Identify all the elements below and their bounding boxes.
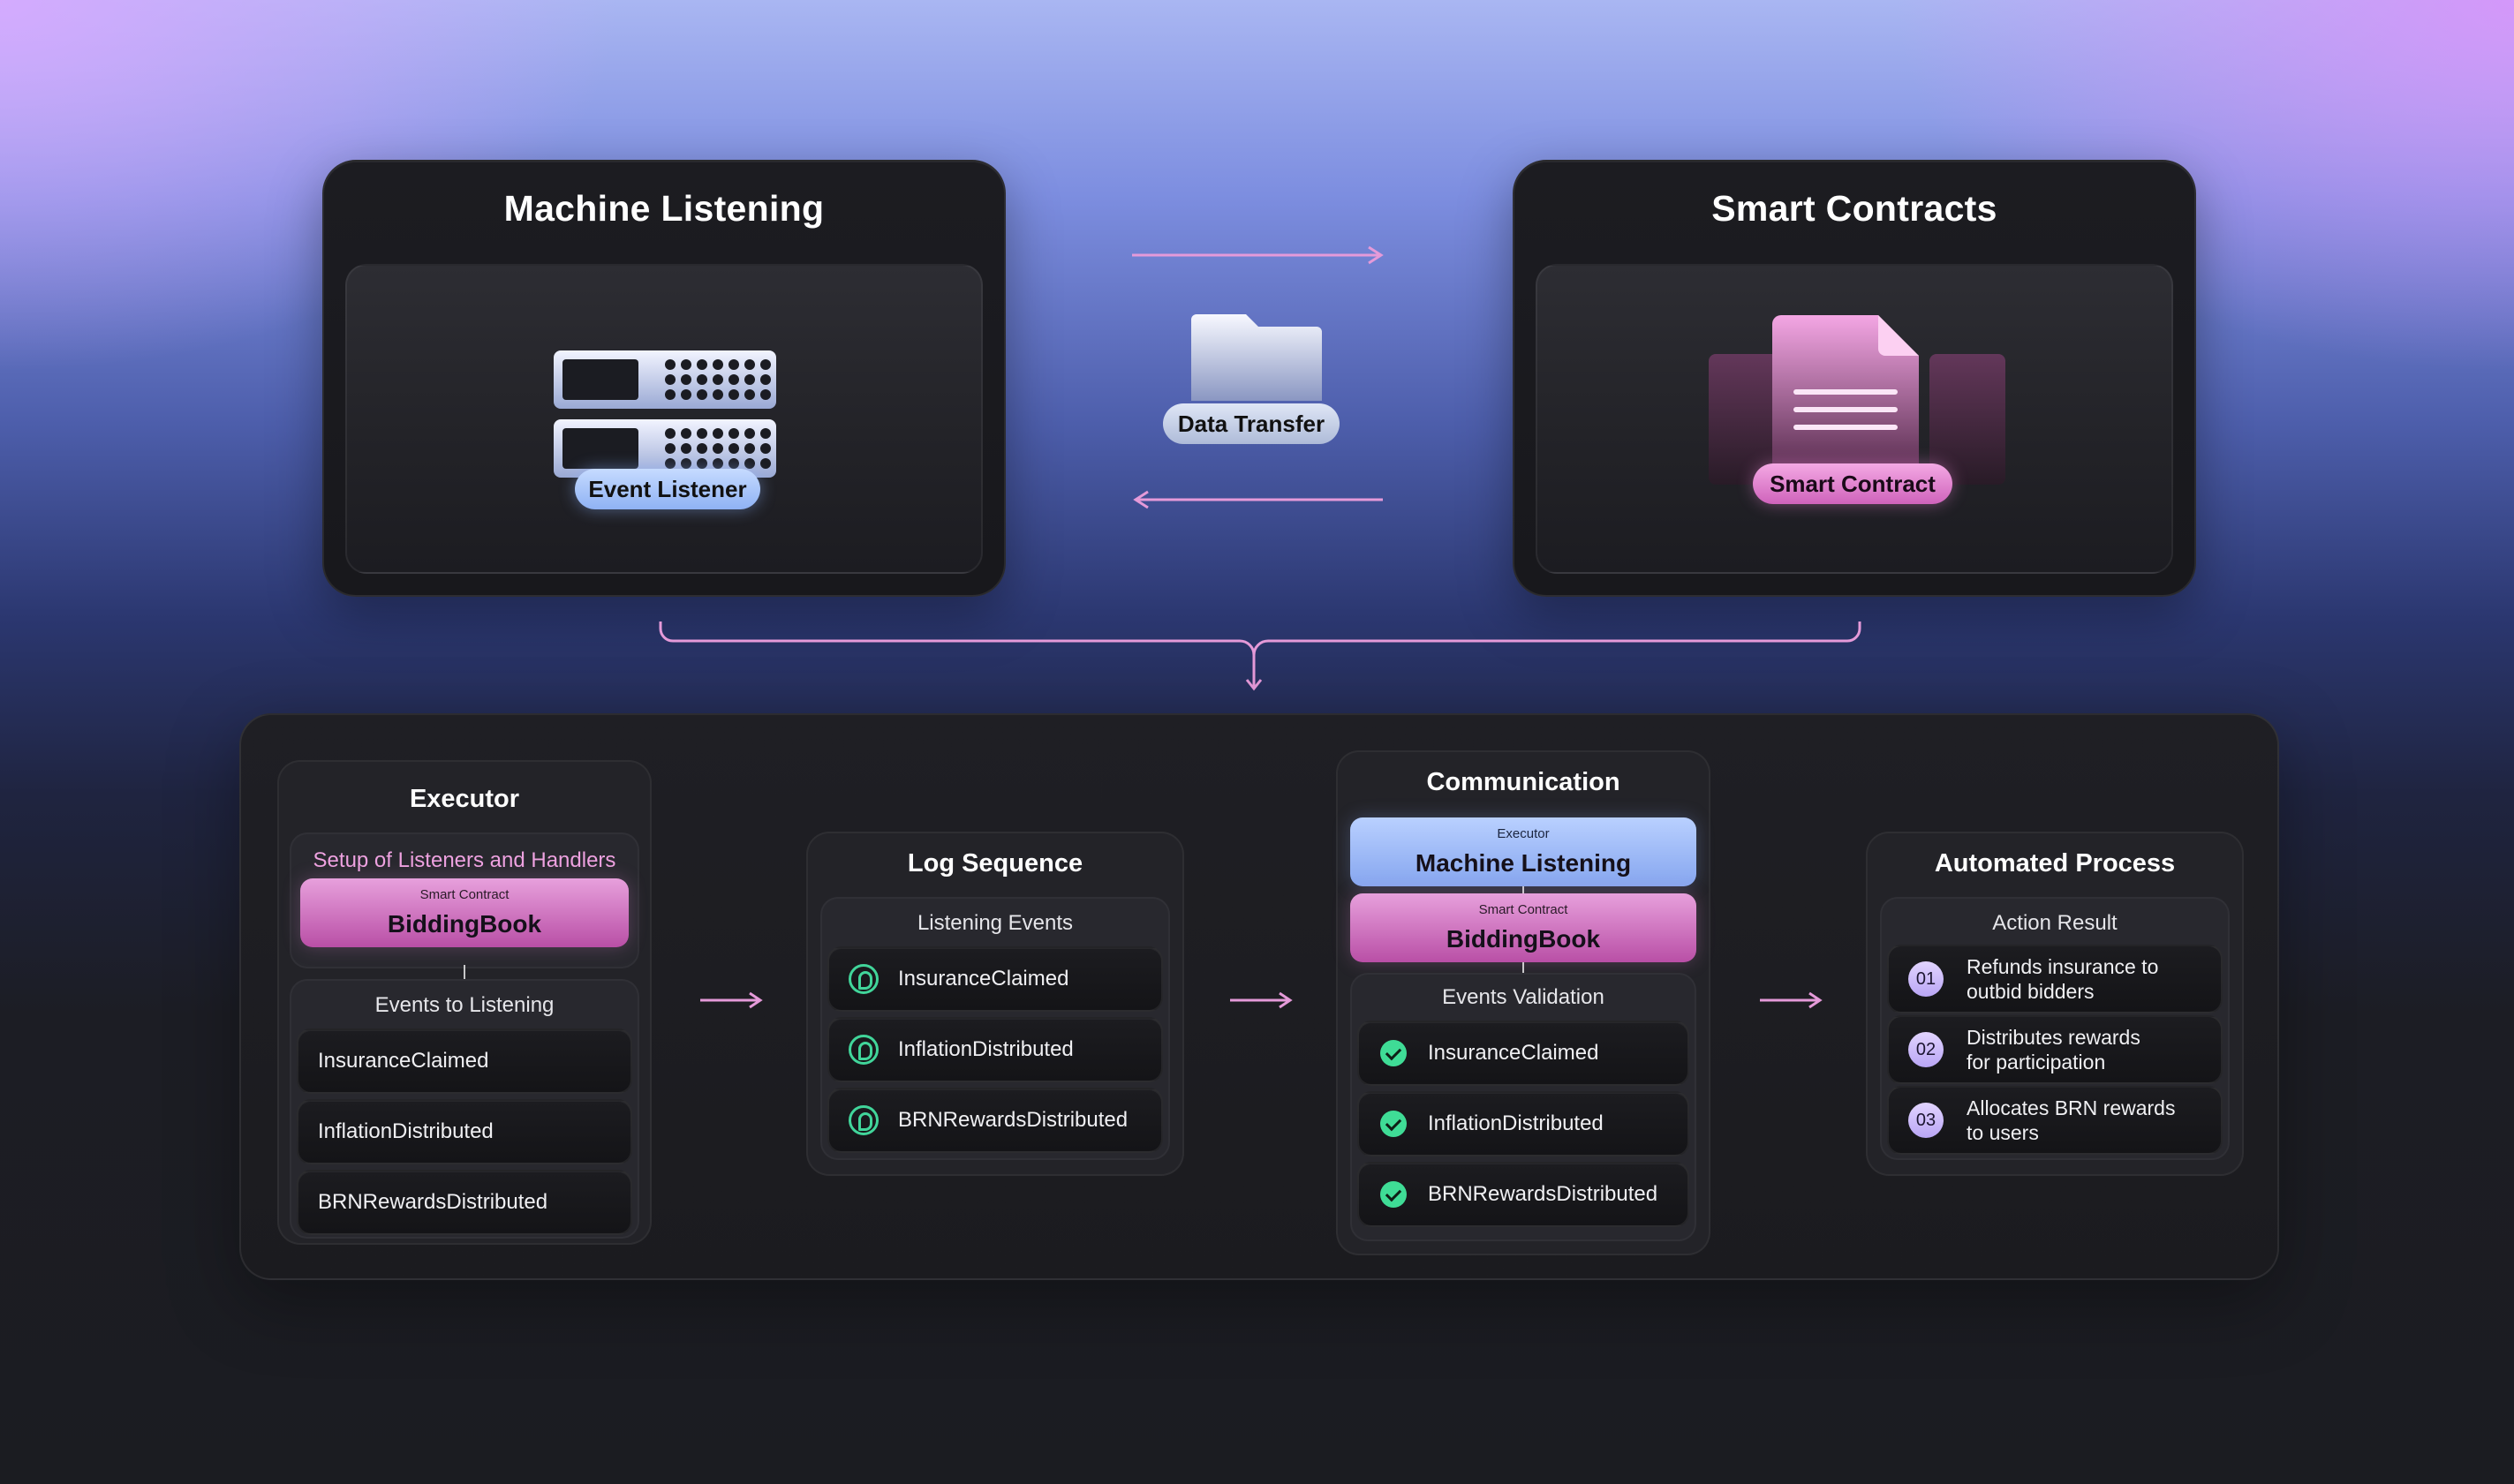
automated-process-column: Automated Process Action Result 01 Refun… bbox=[1866, 832, 2244, 1176]
smart-contracts-panel: Smart Contracts Smart Contract bbox=[1513, 160, 2196, 597]
automated-process-title: Automated Process bbox=[1934, 849, 2176, 878]
machine-listening-inner: Event Listener bbox=[345, 264, 983, 574]
result-line: Allocates BRN rewards bbox=[1967, 1096, 2176, 1119]
data-transfer-pill: Data Transfer bbox=[1163, 403, 1340, 444]
card-name: Machine Listening bbox=[1415, 849, 1632, 877]
communication-title: Communication bbox=[1426, 768, 1620, 796]
card-type-label: Executor bbox=[1497, 826, 1550, 841]
ear-icon bbox=[849, 1035, 879, 1065]
arrow-left-icon bbox=[1133, 490, 1383, 509]
result-line: to users bbox=[1967, 1121, 2039, 1144]
action-result-title: Action Result bbox=[1992, 911, 2118, 935]
event-name: BRNRewardsDistributed bbox=[318, 1190, 548, 1214]
event-row: InflationDistributed bbox=[297, 1099, 632, 1164]
listening-events-panel: Listening Events InsuranceClaimed Inflat… bbox=[820, 897, 1170, 1160]
log-event-row: InflationDistributed bbox=[827, 1017, 1163, 1082]
result-text: Distributes rewards for participation bbox=[1967, 1025, 2140, 1074]
contract-name: BiddingBook bbox=[387, 910, 542, 938]
connector-line bbox=[1522, 886, 1524, 893]
server-icon bbox=[554, 350, 776, 478]
card-type-label: Smart Contract bbox=[1478, 902, 1568, 917]
log-event-row: BRNRewardsDistributed bbox=[827, 1088, 1163, 1153]
result-row: 01 Refunds insurance to outbid bidders bbox=[1887, 945, 2223, 1013]
validated-event-row: InflationDistributed bbox=[1357, 1091, 1689, 1156]
step-number-badge: 03 bbox=[1908, 1103, 1944, 1138]
machine-listening-title: Machine Listening bbox=[503, 188, 825, 229]
validated-event-row: BRNRewardsDistributed bbox=[1357, 1162, 1689, 1227]
document-icon bbox=[1709, 315, 2005, 485]
event-name: InsuranceClaimed bbox=[318, 1049, 489, 1073]
flow-arrow-icon bbox=[700, 991, 763, 1009]
action-result-panel: Action Result 01 Refunds insurance to ou… bbox=[1880, 897, 2230, 1160]
ear-icon bbox=[849, 1105, 879, 1135]
log-event-name: BRNRewardsDistributed bbox=[898, 1108, 1129, 1132]
events-validation-panel: Events Validation InsuranceClaimed Infla… bbox=[1350, 973, 1696, 1241]
event-row: BRNRewardsDistributed bbox=[297, 1170, 632, 1235]
contract-type-label: Smart Contract bbox=[419, 887, 510, 902]
connector-line bbox=[464, 965, 465, 979]
result-line: Distributes rewards bbox=[1967, 1026, 2140, 1049]
flow-arrow-icon bbox=[1230, 991, 1293, 1009]
result-row: 02 Distributes rewards for participation bbox=[1887, 1015, 2223, 1084]
result-text: Allocates BRN rewards to users bbox=[1967, 1096, 2175, 1145]
log-event-name: InsuranceClaimed bbox=[898, 967, 1069, 991]
event-listener-pill: Event Listener bbox=[575, 469, 760, 509]
check-icon bbox=[1380, 1181, 1407, 1208]
machine-listening-panel: Machine Listening E bbox=[322, 160, 1006, 597]
validated-event-name: InsuranceClaimed bbox=[1428, 1041, 1599, 1065]
event-name: InflationDistributed bbox=[318, 1119, 494, 1143]
validated-event-row: InsuranceClaimed bbox=[1357, 1021, 1689, 1086]
check-icon bbox=[1380, 1111, 1407, 1137]
result-line: for participation bbox=[1967, 1051, 2106, 1073]
events-to-listening-panel: Events to Listening InsuranceClaimed Inf… bbox=[290, 979, 639, 1239]
setup-label: Setup of Listeners and Handlers bbox=[313, 848, 616, 872]
process-container: Executor Setup of Listeners and Handlers… bbox=[239, 713, 2279, 1280]
step-number-badge: 01 bbox=[1908, 961, 1944, 997]
events-to-listening-title: Events to Listening bbox=[374, 993, 555, 1017]
log-sequence-column: Log Sequence Listening Events InsuranceC… bbox=[806, 832, 1184, 1176]
biddingbook-card: Smart Contract BiddingBook bbox=[300, 878, 629, 947]
smart-contracts-inner: Smart Contract bbox=[1536, 264, 2173, 574]
result-line: outbid bidders bbox=[1967, 980, 2095, 1003]
result-line: Refunds insurance to bbox=[1967, 955, 2159, 978]
smart-contracts-title: Smart Contracts bbox=[1711, 188, 1997, 229]
smart-contract-pill: Smart Contract bbox=[1753, 463, 1952, 504]
events-validation-title: Events Validation bbox=[1442, 985, 1604, 1009]
executor-column: Executor Setup of Listeners and Handlers… bbox=[277, 760, 652, 1245]
biddingbook-card: Smart Contract BiddingBook bbox=[1350, 893, 1696, 962]
step-number-badge: 02 bbox=[1908, 1032, 1944, 1067]
check-icon bbox=[1380, 1040, 1407, 1066]
event-row: InsuranceClaimed bbox=[297, 1028, 632, 1094]
listening-events-title: Listening Events bbox=[917, 911, 1074, 935]
connector-line bbox=[1522, 962, 1524, 973]
machine-listening-card: Executor Machine Listening bbox=[1350, 817, 1696, 886]
ear-icon bbox=[849, 964, 879, 994]
result-row: 03 Allocates BRN rewards to users bbox=[1887, 1086, 2223, 1155]
validated-event-name: BRNRewardsDistributed bbox=[1428, 1182, 1658, 1206]
validated-event-name: InflationDistributed bbox=[1428, 1111, 1604, 1135]
card-name: BiddingBook bbox=[1446, 925, 1601, 953]
log-event-row: InsuranceClaimed bbox=[827, 946, 1163, 1012]
log-sequence-title: Log Sequence bbox=[907, 849, 1083, 878]
executor-title: Executor bbox=[409, 785, 520, 813]
flow-arrow-icon bbox=[1760, 991, 1823, 1009]
executor-setup-panel: Setup of Listeners and Handlers Smart Co… bbox=[290, 832, 639, 968]
communication-column: Communication Executor Machine Listening… bbox=[1336, 750, 1710, 1255]
log-event-name: InflationDistributed bbox=[898, 1037, 1074, 1061]
result-text: Refunds insurance to outbid bidders bbox=[1967, 954, 2158, 1004]
merge-bracket bbox=[659, 621, 1861, 691]
arrow-right-icon bbox=[1132, 245, 1384, 265]
folder-icon bbox=[1191, 314, 1322, 401]
